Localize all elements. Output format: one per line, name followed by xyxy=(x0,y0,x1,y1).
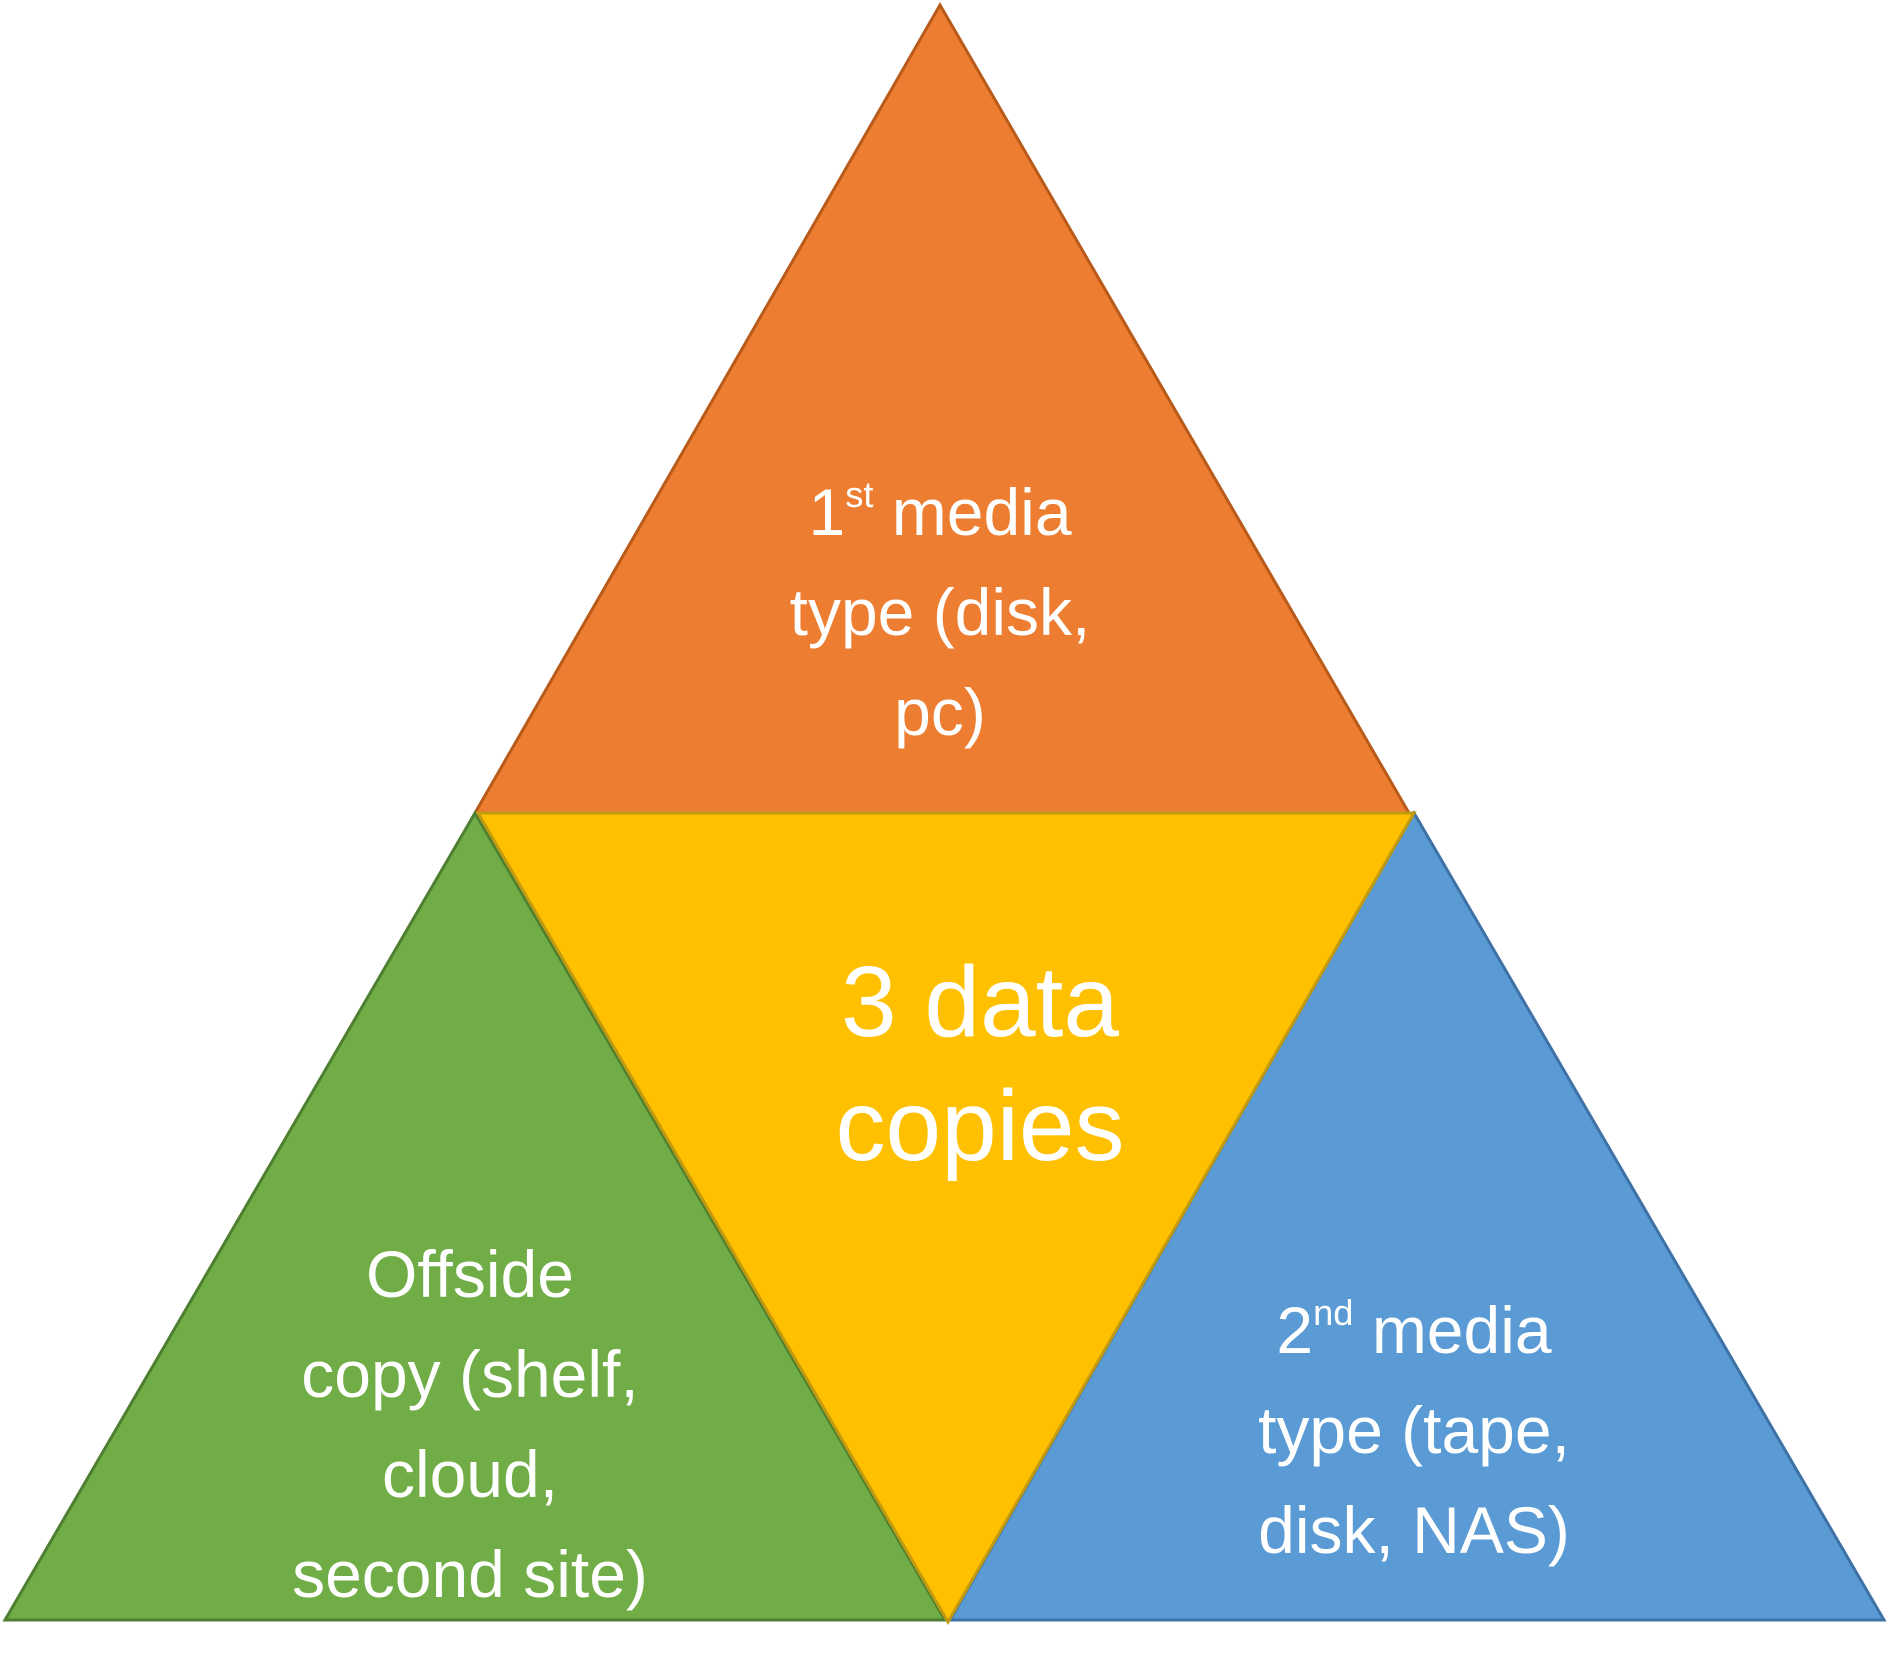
left-label-line-3: cloud, xyxy=(381,1437,559,1511)
center-triangle-data-copies xyxy=(475,811,1417,1625)
center-triangle-label: 3 data copies xyxy=(680,940,1280,1188)
center-label-line-1: 3 data xyxy=(840,946,1120,1058)
right-triangle-label: 2nd media type (tape, disk, NAS) xyxy=(1114,1280,1714,1580)
right-label-line-1-ordinal: nd xyxy=(1313,1291,1354,1333)
right-label-line-3: disk, NAS) xyxy=(1258,1493,1570,1567)
right-label-line-1-rest: media xyxy=(1353,1293,1552,1367)
top-triangle-label: 1st media type (disk, pc) xyxy=(640,462,1240,762)
top-label-line-1-rest: media xyxy=(873,475,1072,549)
center-label-line-2: copies xyxy=(835,1070,1125,1182)
right-label-line-2: type (tape, xyxy=(1258,1393,1570,1467)
right-label-line-1-number: 2 xyxy=(1276,1293,1314,1367)
top-label-line-3: pc) xyxy=(894,675,986,749)
left-label-line-1: Offside xyxy=(366,1237,574,1311)
left-triangle-label: Offside copy (shelf, cloud, second site) xyxy=(170,1224,770,1624)
left-label-line-2: copy (shelf, xyxy=(301,1337,639,1411)
top-label-line-1: 1st media xyxy=(640,462,1240,562)
left-triangle-offsite-copy xyxy=(2,810,948,1622)
top-label-line-1-number: 1 xyxy=(808,475,846,549)
top-label-line-2: type (disk, xyxy=(789,575,1091,649)
top-label-line-1-ordinal: st xyxy=(845,473,874,515)
right-label-line-1: 2nd media xyxy=(1114,1280,1714,1380)
left-label-line-4: second site) xyxy=(292,1537,648,1611)
